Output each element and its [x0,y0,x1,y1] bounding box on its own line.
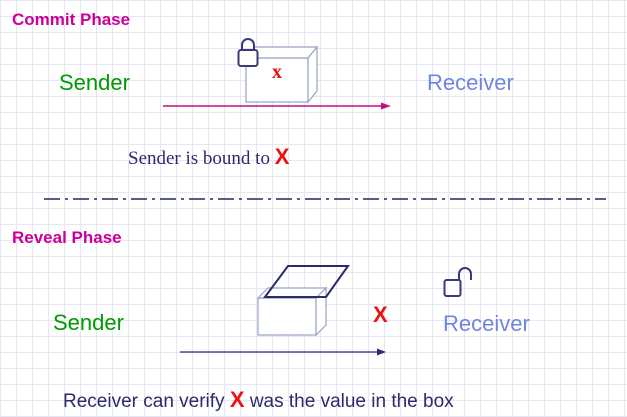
commit-statement-text: Sender is bound to [128,148,270,169]
commit-sender-label: Sender [59,70,130,95]
box-lid [263,265,350,298]
commit-receiver-label: Receiver [427,70,514,95]
reveal-statement-mark: X [229,387,245,412]
commit-arrow [163,102,391,110]
commit-statement: Sender is bound to X [128,144,289,170]
commit-phase-title: Commit Phase [12,10,131,29]
lock-closed-icon [237,38,259,67]
open-box-icon [256,286,328,337]
box-committed-value: x [272,61,282,83]
reveal-receiver-label: Receiver [443,311,530,336]
commit-statement-mark: X [274,144,290,169]
lock-open-icon [443,267,472,297]
reveal-statement-suffix: was the value in the box [249,391,454,412]
reveal-statement: Receiver can verify X was the value in t… [63,387,454,413]
reveal-statement-prefix: Receiver can verify [63,391,225,412]
revealed-value-mark: X [373,302,388,327]
reveal-phase-title: Reveal Phase [12,228,122,247]
reveal-arrow [180,348,386,356]
reveal-sender-label: Sender [53,310,124,335]
